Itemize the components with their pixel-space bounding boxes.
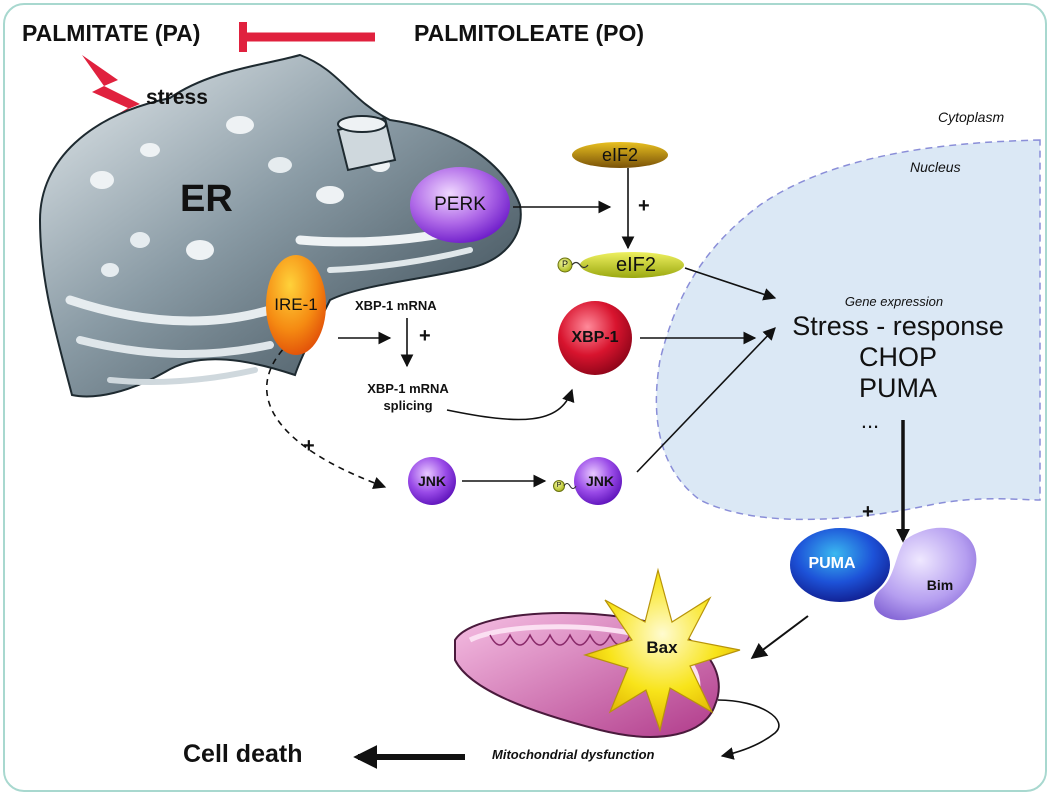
gene-line-ellipsis: ... — [860, 408, 880, 433]
inhibition-symbol — [239, 22, 375, 52]
palmitoleate-label: PALMITOLEATE (PO) — [414, 20, 644, 46]
arrow-puma-to-bax — [750, 615, 809, 659]
stress-label: stress — [146, 86, 208, 109]
nucleus-region — [655, 139, 1041, 521]
bim-label: Bim — [926, 577, 954, 593]
jnk-phospho-link — [563, 482, 577, 490]
mito-dysfunction-label: Mitochondrial dysfunction — [492, 747, 655, 762]
eif2-bottom-label: eIF2 — [615, 254, 657, 276]
gene-line-stress-response: Stress - response — [792, 311, 1004, 341]
eif2-bottom-shape — [580, 252, 684, 278]
lightning-bolt-icon — [82, 55, 162, 128]
xbp1-label: XBP-1 — [571, 329, 619, 346]
gene-line-puma: PUMA — [858, 373, 938, 403]
arrow-ire1-to-jnk — [265, 341, 387, 490]
cytoplasm-label: Cytoplasm — [938, 109, 1005, 125]
cell-death-label: Cell death — [183, 740, 303, 768]
bim-shape — [874, 527, 977, 621]
plus-eif2: + — [638, 195, 650, 217]
xbp1-splicing-line2: splicing — [383, 398, 433, 413]
xbp1-splicing-line1: XBP-1 mRNA — [367, 381, 449, 396]
jnk-p-shape — [574, 457, 622, 505]
eif2-phospho-link — [571, 261, 589, 269]
arrow-eif2-to-nucleus — [684, 267, 777, 301]
perk-shape — [410, 167, 510, 243]
jnk-label: JNK — [417, 473, 447, 489]
arrow-bax-to-dysfunction — [717, 699, 780, 760]
ire1-label: IRE-1 — [274, 295, 318, 314]
gene-line-chop: CHOP — [858, 342, 938, 372]
xbp1-shape — [558, 301, 632, 375]
gene-expression-heading: Gene expression — [844, 294, 944, 309]
eif2-top-shape — [572, 142, 668, 168]
jnk-phospho-label: P — [556, 482, 562, 489]
plus-puma: + — [862, 501, 874, 523]
bax-label: Bax — [646, 638, 678, 657]
pathway-arrows — [265, 168, 910, 769]
arrow-splicing-to-xbp1 — [446, 388, 575, 421]
puma-shape — [790, 528, 890, 602]
er-label: ER — [180, 178, 233, 220]
perk-label: PERK — [434, 194, 486, 215]
ire1-shape — [266, 255, 326, 355]
eif2-top-label: eIF2 — [601, 145, 639, 165]
eif2-phospho-label: P — [561, 259, 569, 269]
xbp1-mrna-label: XBP-1 mRNA — [355, 298, 437, 313]
plus-jnk: + — [303, 435, 315, 457]
bax-star — [582, 567, 741, 733]
nucleus-label: Nucleus — [910, 159, 961, 175]
puma-label: PUMA — [808, 555, 856, 572]
jnk-shape — [408, 457, 456, 505]
arrow-pjnk-to-nucleus — [636, 327, 776, 473]
palmitate-label: PALMITATE (PA) — [22, 20, 201, 46]
plus-splicing: + — [419, 325, 431, 347]
jnk-p-label: JNK — [585, 473, 615, 489]
